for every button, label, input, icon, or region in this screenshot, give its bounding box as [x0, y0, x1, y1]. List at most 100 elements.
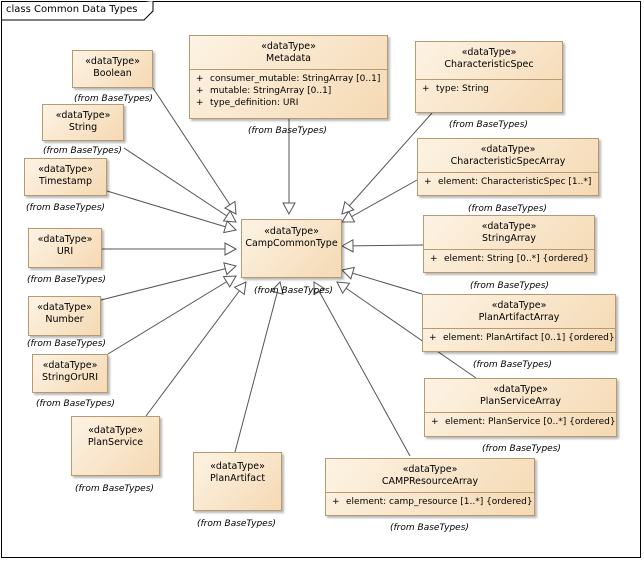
- generalization-arrowhead: [222, 209, 237, 223]
- edge-stringarray: [341, 244, 424, 247]
- class-planartifactarray[interactable]: «dataType» PlanArtifactArray +element: P…: [422, 294, 616, 352]
- generalization-arrowhead: [282, 202, 296, 216]
- attribute-row: +type: String: [422, 84, 489, 94]
- class-number[interactable]: «dataType» Number: [28, 296, 101, 336]
- attribute-row: +element: PlanArtifact [0..1] {ordered}: [429, 333, 615, 343]
- from-label-planservice: (from BaseTypes): [75, 484, 154, 494]
- attribute-row: +element: camp_resource [1..*] {ordered}: [332, 497, 533, 507]
- class-planservice[interactable]: «dataType» PlanService: [71, 416, 160, 476]
- class-name: CampCommonType: [245, 238, 338, 249]
- stereotype: «dataType»: [261, 41, 316, 52]
- edge-stringoruri: [107, 275, 237, 355]
- stereotype: «dataType»: [37, 234, 93, 245]
- class-campcommontype[interactable]: «dataType» CampCommonType: [241, 219, 342, 278]
- class-uri[interactable]: «dataType» URI: [28, 228, 102, 268]
- from-label-stringoruri: (from BaseTypes): [36, 399, 115, 409]
- class-stringarray[interactable]: «dataType» StringArray +element: String …: [423, 215, 595, 273]
- generalization-arrowhead: [222, 275, 237, 288]
- generalization-arrowhead: [224, 242, 238, 256]
- generalization-arrowhead: [223, 262, 238, 276]
- class-planartifact[interactable]: «dataType» PlanArtifact: [193, 452, 282, 511]
- attribute-list: +consumer_mutable: StringArray [0..1] +m…: [190, 69, 387, 111]
- edge-planartifactarray: [341, 269, 423, 295]
- class-name: StringOrURI: [41, 372, 99, 383]
- attribute-row: +element: String [0..*] {ordered}: [430, 254, 590, 264]
- attribute-row: +type_definition: URI: [196, 98, 299, 108]
- class-characteristicspecarray[interactable]: «dataType» CharacteristicSpecArray +elem…: [417, 138, 599, 196]
- from-label-stringarray: (from BaseTypes): [470, 281, 549, 291]
- generalization-arrowhead: [270, 280, 284, 295]
- edge-number: [100, 265, 237, 301]
- from-label-string: (from BaseTypes): [43, 146, 122, 156]
- edge-planartifact: [234, 281, 281, 453]
- stereotype: «dataType»: [37, 302, 92, 313]
- stereotype: «dataType»: [264, 226, 319, 237]
- class-timestamp[interactable]: «dataType» Timestamp: [24, 158, 107, 196]
- attribute-row: +consumer_mutable: StringArray [0..1]: [196, 74, 381, 84]
- class-name: Timestamp: [38, 176, 93, 187]
- attribute-row: +element: CharacteristicSpec [1..*]: [424, 177, 592, 187]
- stereotype: «dataType»: [493, 384, 548, 395]
- edge-campresourcearray: [313, 281, 411, 457]
- class-campresourcearray[interactable]: «dataType» CAMPResourceArray +element: c…: [325, 458, 535, 516]
- stereotype: «dataType»: [491, 300, 547, 311]
- stereotype: «dataType»: [210, 461, 265, 472]
- stereotype: «dataType»: [42, 360, 98, 371]
- from-label-campcommontype: (from BaseTypes): [254, 286, 333, 296]
- diagram-title: class Common Data Types: [6, 4, 138, 15]
- stereotype: «dataType»: [85, 56, 140, 67]
- class-name: StringArray: [482, 233, 536, 244]
- generalization-arrowhead: [341, 200, 355, 215]
- generalization-arrowhead: [233, 281, 247, 296]
- class-stringoruri[interactable]: «dataType» StringOrURI: [32, 354, 108, 393]
- attribute-list: +element: CharacteristicSpec [1..*]: [418, 172, 598, 190]
- class-name: Metadata: [266, 53, 311, 64]
- class-name: String: [68, 122, 98, 133]
- edge-planservicearray: [336, 281, 477, 379]
- stereotype: «dataType»: [480, 144, 536, 155]
- class-name: Number: [45, 314, 84, 325]
- edge-string: [123, 147, 237, 223]
- class-name: PlanServiceArray: [480, 396, 561, 407]
- class-characteristicspec[interactable]: «dataType» CharacteristicSpec +type: Str…: [415, 41, 563, 113]
- attribute-list: +type: String: [416, 79, 562, 97]
- from-label-timestamp: (from BaseTypes): [26, 203, 105, 213]
- from-label-campresourcearray: (from BaseTypes): [390, 523, 469, 533]
- from-label-metadata: (from BaseTypes): [248, 126, 327, 136]
- edge-timestamp: [106, 190, 237, 231]
- attribute-list: +element: String [0..*] {ordered}: [424, 249, 594, 267]
- generalization-arrowhead: [336, 281, 351, 295]
- class-name: CharacteristicSpecArray: [450, 156, 566, 167]
- from-label-planartifact: (from BaseTypes): [197, 519, 276, 529]
- edge-planservice: [145, 281, 247, 417]
- class-name: CAMPResourceArray: [381, 476, 479, 487]
- class-name: PlanService: [87, 437, 144, 448]
- generalization-arrowhead: [223, 220, 237, 234]
- class-name: PlanArtifactArray: [478, 312, 560, 323]
- class-boolean[interactable]: «dataType» Boolean: [72, 50, 153, 88]
- generalization-arrowhead: [340, 239, 354, 253]
- from-label-boolean: (from BaseTypes): [74, 94, 153, 104]
- class-metadata[interactable]: «dataType» Metadata +consumer_mutable: S…: [189, 35, 388, 119]
- generalization-arrowhead: [340, 266, 355, 280]
- attribute-list: +element: camp_resource [1..*] {ordered}: [326, 492, 534, 510]
- stereotype: «dataType»: [481, 221, 537, 232]
- stereotype: «dataType»: [402, 464, 458, 475]
- stereotype: «dataType»: [88, 425, 143, 436]
- class-name: PlanArtifact: [209, 473, 266, 484]
- class-string[interactable]: «dataType» String: [42, 104, 124, 141]
- from-label-planartifactarray: (from BaseTypes): [473, 360, 552, 370]
- generalization-arrowhead: [341, 210, 356, 223]
- class-name: Boolean: [93, 68, 132, 79]
- from-label-uri: (from BaseTypes): [27, 275, 106, 285]
- stereotype: «dataType»: [38, 164, 93, 175]
- edge-characteristicspecarray: [341, 179, 418, 223]
- attribute-list: +element: PlanArtifact [0..1] {ordered}: [423, 328, 615, 346]
- stereotype: «dataType»: [55, 110, 111, 121]
- class-name: URI: [56, 246, 74, 257]
- class-planservicearray[interactable]: «dataType» PlanServiceArray +element: Pl…: [424, 378, 617, 437]
- class-name: CharacteristicSpec: [444, 59, 534, 70]
- attribute-row: +element: PlanService [0..*] {ordered}: [431, 417, 616, 427]
